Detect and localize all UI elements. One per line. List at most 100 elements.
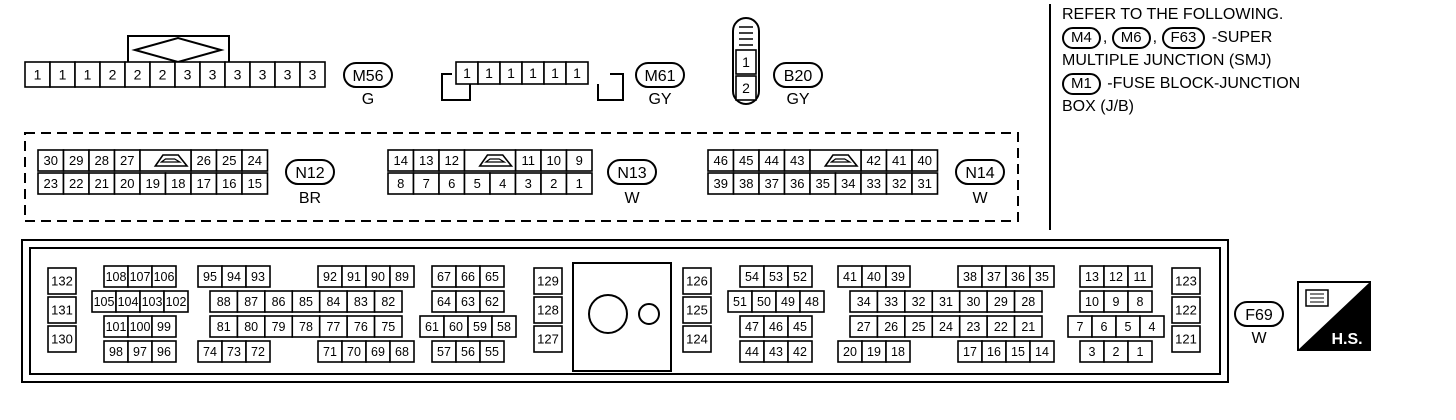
m61-pin: 1	[477, 61, 501, 85]
ecm-pin: 51	[727, 290, 753, 313]
ecm-pin-label: 73	[227, 345, 241, 359]
ecm-pin: 68	[389, 340, 415, 363]
ecm-pin: 44	[739, 340, 765, 363]
ecm-pin: 121	[1171, 325, 1201, 353]
n13-pin: 12	[438, 149, 466, 172]
n12-pin-label: 24	[248, 153, 262, 168]
ecm-pin-label: 12	[1109, 270, 1123, 284]
ecm-pin-label: 90	[371, 270, 385, 284]
ecm-pin-label: 88	[217, 295, 231, 309]
ecm-pin: 97	[127, 340, 153, 363]
comma-2: ,	[1152, 29, 1158, 46]
n14-code: N14	[955, 159, 1005, 185]
ecm-pin-label: 70	[347, 345, 361, 359]
n14-pin: 35	[809, 172, 837, 195]
ecm-pin: 92	[317, 265, 343, 288]
m56-pin: 3	[174, 61, 201, 88]
n12-pin-label: 16	[222, 176, 236, 191]
smj-code-1: M4	[1062, 27, 1101, 49]
m56-pin: 3	[249, 61, 276, 88]
m56-pin: 1	[24, 61, 51, 88]
n12-pin-label: 19	[146, 176, 160, 191]
n13-pin: 7	[412, 172, 440, 195]
b20-pin: 2	[735, 75, 757, 101]
ecm-pin-label: 99	[157, 320, 171, 334]
ecm-pin-label: 40	[867, 270, 881, 284]
ecm-pin: 81	[209, 315, 239, 338]
ecm-pin: 132	[47, 267, 77, 295]
ecm-pin-label: 28	[1021, 295, 1035, 309]
ecm-pin: 31	[931, 290, 961, 313]
m56-pin-label: 2	[159, 67, 167, 83]
ecm-pin: 53	[763, 265, 789, 288]
ecm-pin: 6	[1091, 315, 1117, 338]
ecm-pin-label: 104	[118, 295, 139, 309]
n13-pin-label: 8	[397, 176, 404, 191]
m56-pin-label: 3	[184, 67, 192, 83]
ecm-pin-label: 79	[272, 320, 286, 334]
ecm-pin-label: 11	[1134, 270, 1147, 284]
m56-pin: 3	[224, 61, 251, 88]
ecm-inner	[29, 247, 1221, 375]
ecm-pin: 13	[1079, 265, 1105, 288]
ecm-pin-label: 46	[769, 320, 783, 334]
ecm-pin-label: 71	[323, 345, 337, 359]
ecm-pin-label: 52	[793, 270, 807, 284]
ecm-pin-label: 64	[437, 295, 451, 309]
n12-pin-label: 23	[44, 176, 58, 191]
n12-pin-label: 27	[120, 153, 134, 168]
ecm-pin: 5	[1115, 315, 1141, 338]
ecm-pin-label: 47	[745, 320, 759, 334]
ecm-pin-label: 84	[326, 295, 340, 309]
n12-pin-label: 17	[197, 176, 211, 191]
ecm-pin: 23	[958, 315, 988, 338]
m56-pin: 3	[274, 61, 301, 88]
n13-code: N13	[607, 159, 657, 185]
n12-pin: 30	[37, 149, 65, 172]
ecm-pin: 99	[151, 315, 177, 338]
jb-code: M1	[1062, 73, 1101, 95]
ecm-pin: 21	[1013, 315, 1043, 338]
ecm-pin: 41	[837, 265, 863, 288]
ecm-pin: 28	[1013, 290, 1043, 313]
n14-pin-label: 31	[918, 176, 932, 191]
m56-pin: 1	[74, 61, 101, 88]
n12-pin-label: 29	[69, 153, 83, 168]
ecm-pin: 88	[209, 290, 239, 313]
ecm-pin-label: 61	[425, 320, 439, 334]
n12-pin-label: 28	[95, 153, 109, 168]
n13-pin-label: 11	[522, 153, 536, 168]
ecm-pin: 32	[904, 290, 934, 313]
ecm-pin: 17	[957, 340, 983, 363]
m61-color: GY	[648, 91, 671, 108]
ecm-pin-label: 93	[251, 270, 265, 284]
n12-pin: 28	[88, 149, 116, 172]
n14-pin-label: 42	[867, 153, 881, 168]
n13-pin: 10	[540, 149, 568, 172]
n14-pin: 41	[885, 149, 913, 172]
n14-pin: 37	[758, 172, 786, 195]
ecm-pin-label: 96	[157, 345, 171, 359]
ecm-pin-label: 108	[106, 270, 127, 284]
ecm-pin-label: 53	[769, 270, 783, 284]
ecm-pin: 40	[861, 265, 887, 288]
ecm-pin: 1	[1127, 340, 1153, 363]
smj-reference: M4, M6, F63 -SUPER	[1062, 27, 1454, 50]
ecm-pin-label: 101	[106, 320, 127, 334]
ecm-pin: 27	[849, 315, 879, 338]
jb-text-2: BOX (J/B)	[1062, 98, 1135, 115]
b20-pin: 1	[735, 49, 757, 75]
ecm-pin: 90	[365, 265, 391, 288]
ecm-pin: 18	[885, 340, 911, 363]
ecm-pin-label: 124	[686, 332, 708, 347]
ecm-pin-label: 21	[1021, 320, 1035, 334]
ecm-pin-label: 18	[891, 345, 905, 359]
m56-pin-label: 1	[84, 67, 92, 83]
ecm-pin: 16	[981, 340, 1007, 363]
n14-pin: 44	[758, 149, 786, 172]
ecm-pin-label: 26	[884, 320, 898, 334]
ecm-pin-label: 39	[891, 270, 905, 284]
ecm-pin-label: 69	[371, 345, 385, 359]
ecm-pin-label: 50	[757, 295, 771, 309]
ecm-pin-label: 59	[473, 320, 487, 334]
